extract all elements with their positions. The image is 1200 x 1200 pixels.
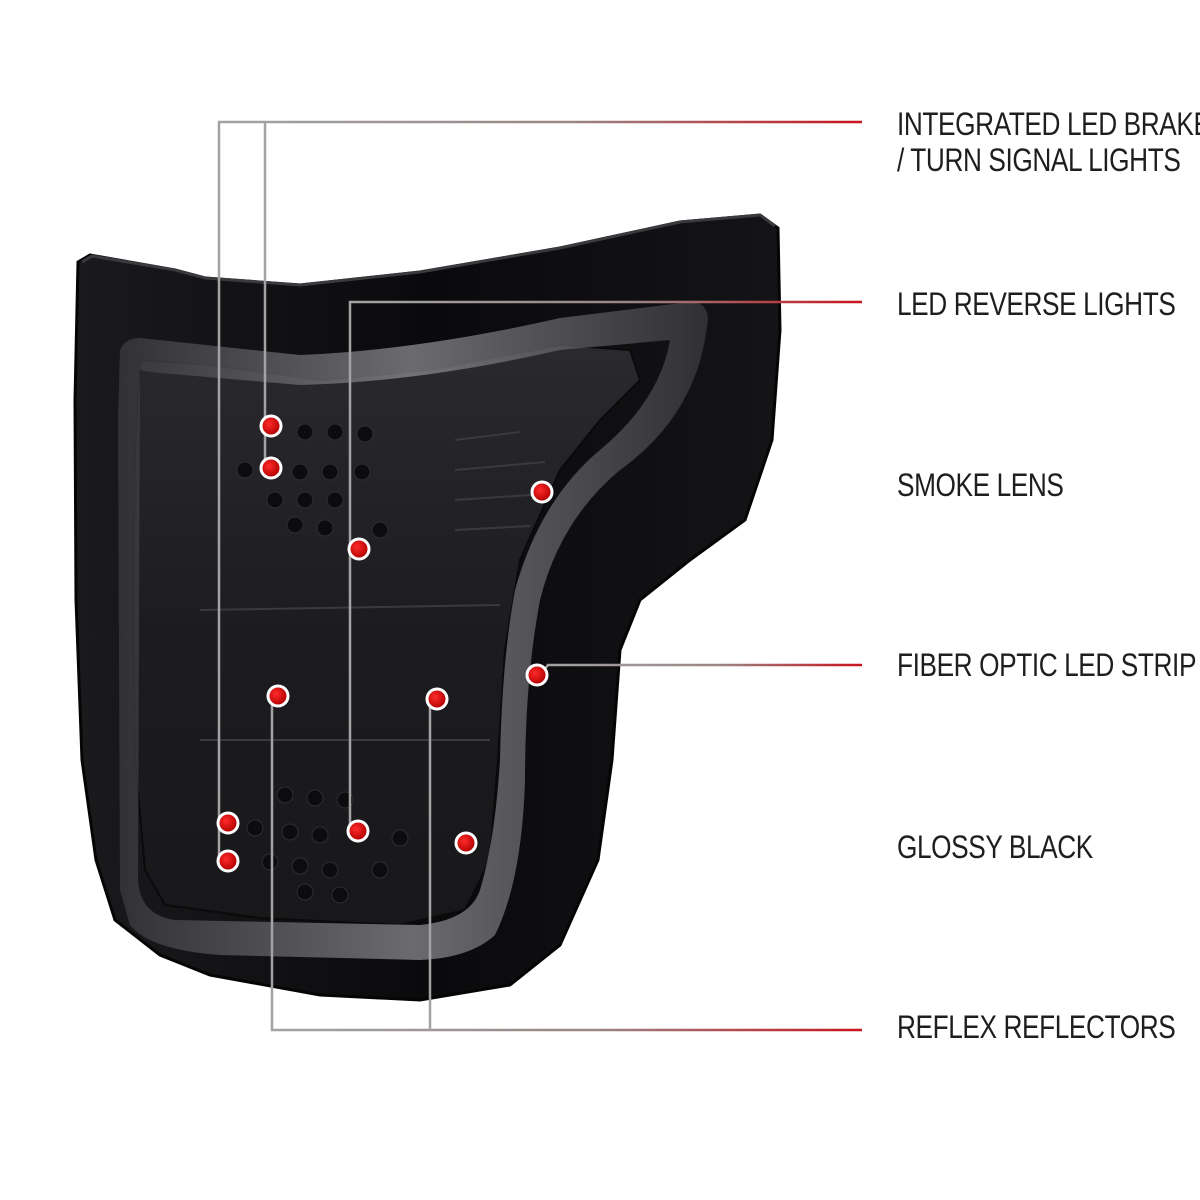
callout-dot — [525, 663, 549, 687]
label-line: LED REVERSE LIGHTS — [897, 286, 1176, 322]
label-glossy-black: GLOSSY BLACK — [897, 829, 1093, 865]
callout-dot — [266, 684, 290, 708]
label-line: INTEGRATED LED BRAKE — [897, 106, 1200, 142]
label-smoke-lens: SMOKE LENS — [897, 467, 1064, 503]
callout-dot — [346, 819, 370, 843]
label-line: GLOSSY BLACK — [897, 829, 1093, 865]
label-line: SMOKE LENS — [897, 467, 1064, 503]
label-integrated-led-brake: INTEGRATED LED BRAKE / TURN SIGNAL LIGHT… — [897, 106, 1200, 178]
fiber-optic-led-strip — [118, 302, 708, 960]
label-fiber-optic-led-strip: FIBER OPTIC LED STRIP — [897, 647, 1196, 683]
label-reflex-reflectors: REFLEX REFLECTORS — [897, 1009, 1176, 1045]
upper-led-array — [236, 423, 389, 539]
callout-dot — [216, 849, 240, 873]
leader-lines — [217, 120, 862, 1032]
label-line: REFLEX REFLECTORS — [897, 1009, 1176, 1045]
label-led-reverse-lights: LED REVERSE LIGHTS — [897, 286, 1176, 322]
callout-dot — [216, 811, 240, 835]
callout-dots — [216, 414, 554, 873]
lower-led-array — [246, 786, 409, 904]
callout-dot — [259, 414, 283, 438]
label-line: / TURN SIGNAL LIGHTS — [897, 142, 1181, 178]
callout-dot — [347, 537, 371, 561]
callout-dot — [454, 831, 478, 855]
label-line: FIBER OPTIC LED STRIP — [897, 647, 1197, 683]
callout-dot — [259, 456, 283, 480]
callout-dot — [425, 687, 449, 711]
housing-top-edge — [81, 213, 776, 287]
callout-dot — [530, 480, 554, 504]
